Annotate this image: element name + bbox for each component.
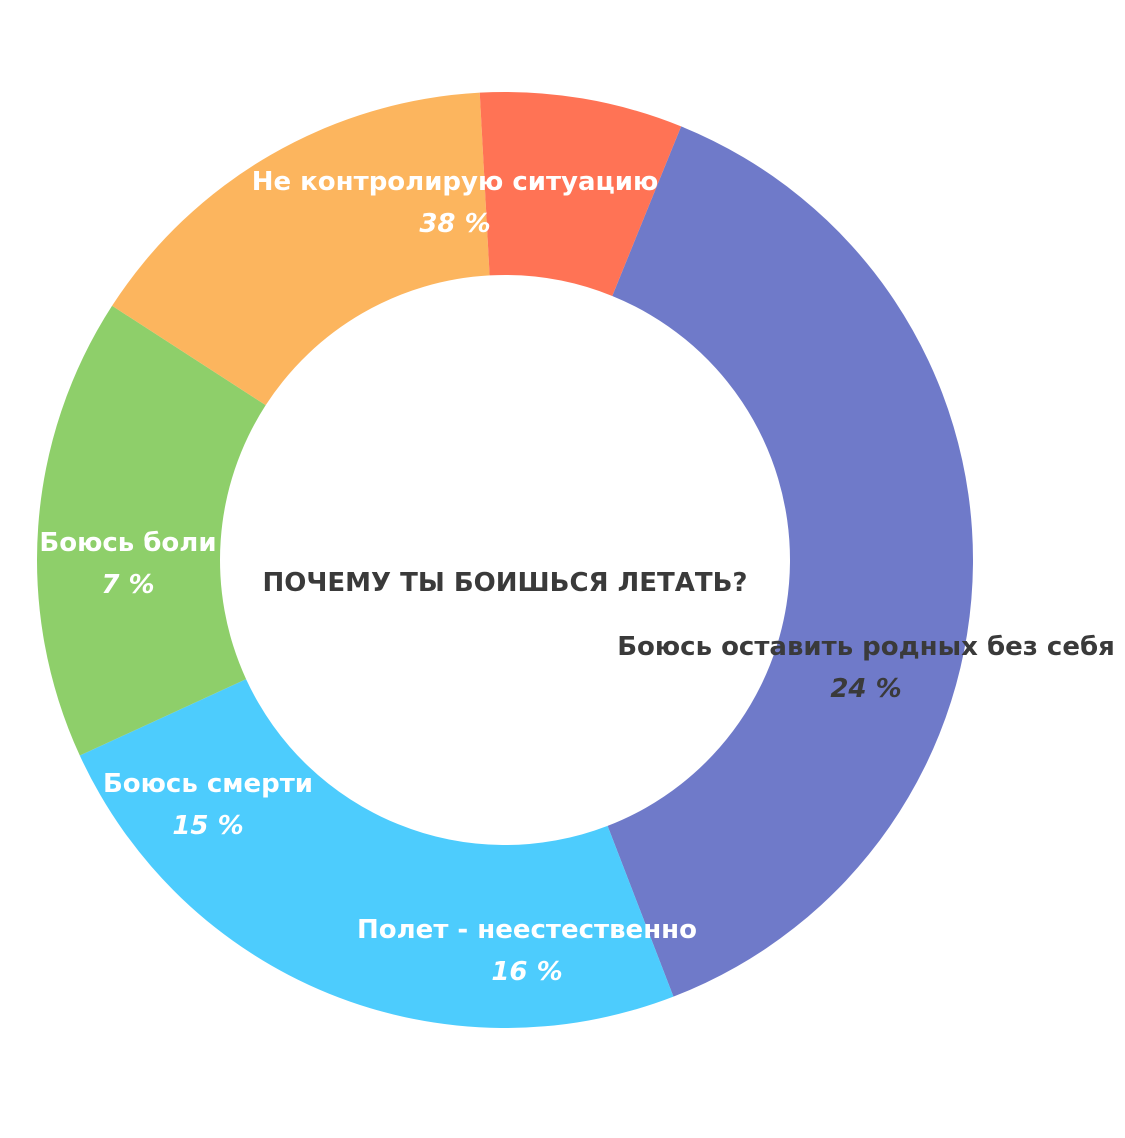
slice-value-2: 24 % <box>830 674 901 704</box>
slice-label-1: Не контролирую ситуацию <box>252 167 659 197</box>
slice-value-3: 16 % <box>491 957 562 987</box>
slice-label-3: Полет - неестественно <box>357 915 697 945</box>
slice-label-5: Боюсь боли <box>39 528 216 558</box>
slice-label-2: Боюсь оставить родных без себя <box>617 632 1115 662</box>
slice-2 <box>79 679 674 1028</box>
chart-labels: Не контролирую ситуацию 38 % Боюсь оставит… <box>39 167 1114 987</box>
slice-value-5: 7 % <box>101 570 154 600</box>
slice-label-4: Боюсь смерти <box>103 769 313 799</box>
slice-value-4: 15 % <box>172 811 243 841</box>
slice-5 <box>479 92 682 296</box>
slice-value-1: 38 % <box>419 209 490 239</box>
slice-1 <box>607 126 974 997</box>
chart-title: ПОЧЕМУ ТЫ БОИШЬСЯ ЛЕТАТЬ? <box>263 568 748 598</box>
chart-slices <box>37 92 974 1028</box>
slice-4 <box>112 92 490 406</box>
slice-3 <box>37 305 266 756</box>
